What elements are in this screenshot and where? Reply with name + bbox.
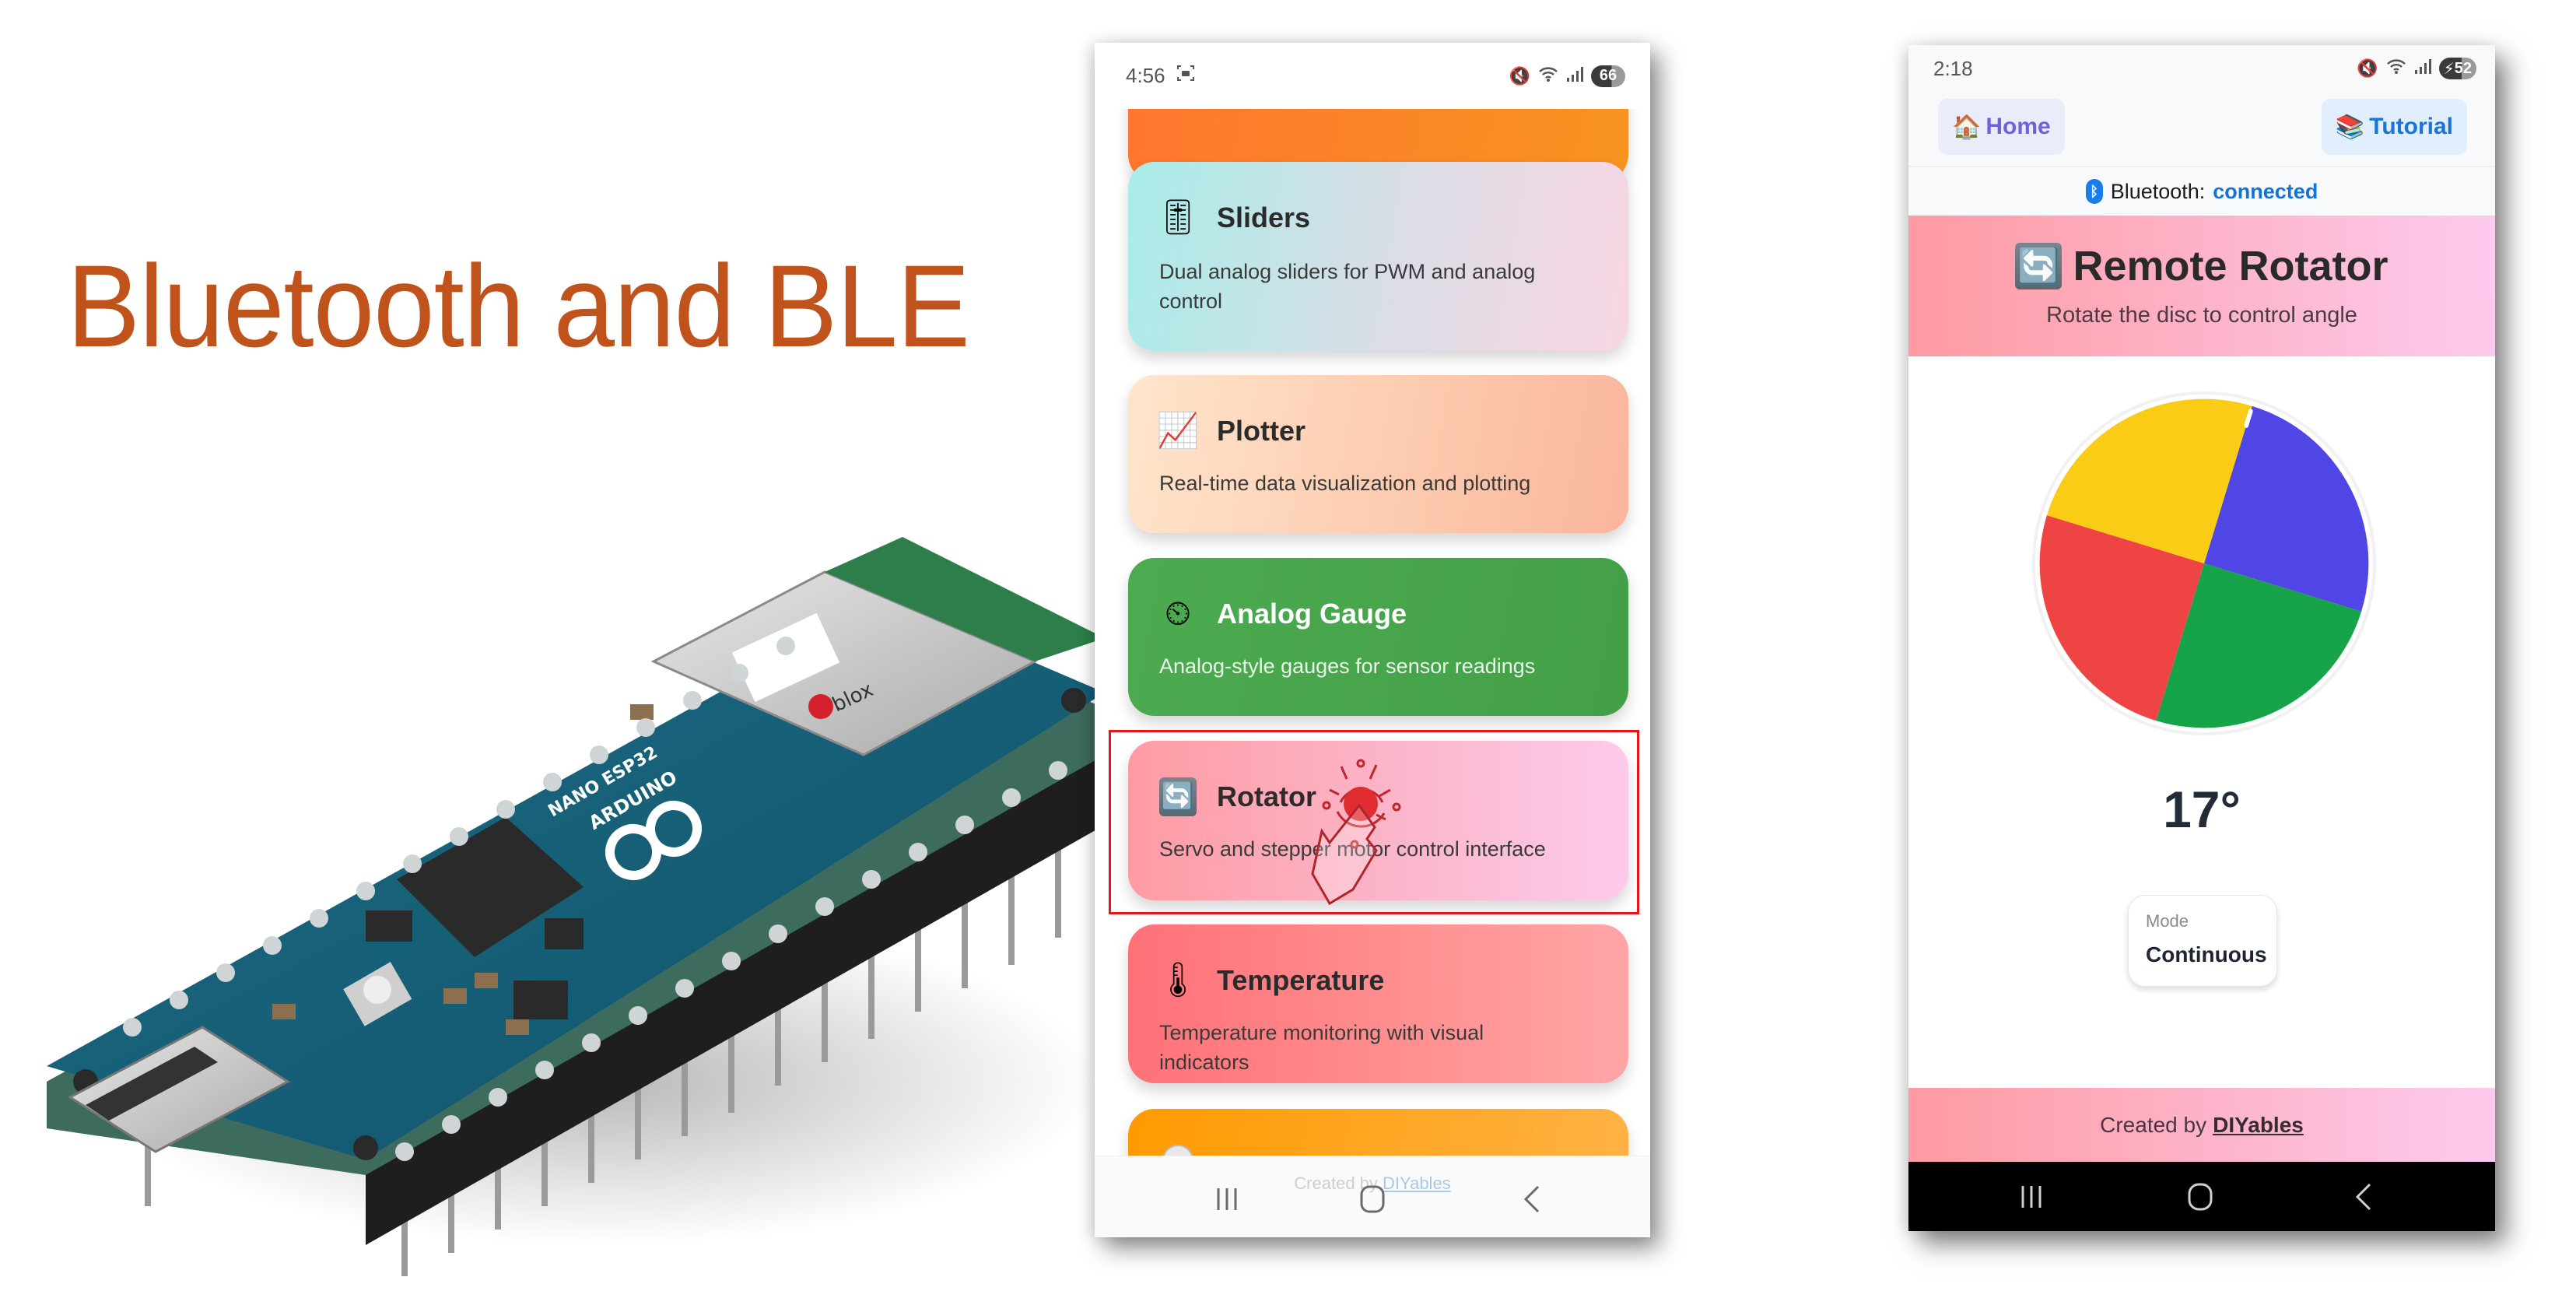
diyables-link[interactable]: DIYables [2213,1112,2304,1137]
phone-remote-rotator-screen: 2:18 🔇 ⚡52 🏠 Home 📚 Tutorial ᛒ Bluetooth… [1908,45,2495,1231]
mute-icon: 🔇 [1509,65,1530,86]
top-nav-header: 🏠 Home 📚 Tutorial [1908,92,2495,167]
bluetooth-icon: ᛒ [2085,179,2103,204]
house-icon: 🏠 [1952,114,1982,140]
battery-indicator: 66 [1591,65,1625,87]
status-time: 4:56 [1126,64,1165,87]
bluetooth-status-bar: ᛒ Bluetooth: connected [1908,167,2495,216]
card-title: Rotator [1217,781,1316,812]
books-icon: 📚 [2335,114,2365,140]
recent-apps-button[interactable] [2008,1177,2055,1216]
bluetooth-state: connected [2213,179,2318,203]
status-bar: 4:56 🔇 66 [1095,43,1650,109]
rotate-arrows-icon: 🔄 [2015,243,2063,289]
rotator-disc[interactable] [2031,390,2378,737]
arduino-nano-esp32-board-image: blox ARDUINO NANO ESP32 [39,381,1120,1292]
system-nav-bar: Created by DIYables [1095,1156,1650,1237]
rotate-arrows-icon: 🔄 [1159,777,1197,817]
disc-segment-yellow [2046,398,2252,563]
angle-value: 17° [2163,781,2241,838]
page-subtitle: Rotate the disc to control angle [2046,303,2357,328]
recent-apps-button[interactable] [1204,1180,1250,1219]
status-time: 2:18 [1933,56,1973,80]
wifi-icon [1538,65,1558,87]
card-description: Real-time data visualization and plottin… [1159,472,1531,495]
disc-segment-blue [2204,405,2369,612]
charging-bolt-icon: ⚡ [2443,60,2455,78]
card-temperature[interactable]: 🌡 Temperature Temperature monitoring wit… [1128,924,1628,1083]
card-list[interactable]: 🎚 Sliders Dual analog sliders for PWM an… [1095,43,1650,1237]
mode-value: Continuous [2146,942,2267,966]
phone-app-list-screen: 🎚 Sliders Dual analog sliders for PWM an… [1095,43,1650,1237]
tap-hand-icon [1299,757,1415,906]
status-bar: 2:18 🔇 ⚡52 [1908,45,2495,92]
disc-segment-green [2156,563,2362,728]
card-title: Sliders [1217,202,1311,233]
tutorial-button[interactable]: 📚 Tutorial [2321,99,2467,155]
card-description: Temperature monitoring with visual indic… [1159,1021,1484,1074]
bluetooth-label: Bluetooth: [2110,179,2206,203]
page-footer: Created by DIYables [1908,1088,2495,1162]
disc-pointer-marker [2244,409,2253,428]
card-description: Analog-style gauges for sensor readings [1159,654,1536,678]
home-nav-button[interactable] [1349,1180,1396,1219]
disc-segment-red [2039,515,2204,721]
mode-selector[interactable]: Mode Continuous [2128,895,2277,987]
card-description: Dual analog sliders for PWM and analog c… [1159,260,1536,313]
chart-increasing-icon: 📈 [1156,412,1200,450]
card-title: Temperature [1217,964,1385,996]
signal-icon [2414,58,2431,79]
card-plotter[interactable]: 📈 Plotter Real-time data visualization a… [1128,375,1628,533]
page-title: Remote Rotator [2073,243,2388,289]
thermometer-icon: 🌡 [1156,961,1200,999]
wifi-icon [2386,58,2406,79]
system-nav-bar [1908,1162,2495,1231]
slide-title: Bluetooth and BLE [67,240,970,371]
battery-charging-indicator: ⚡52 [2438,58,2476,79]
card-analog-gauge[interactable]: ⏲ Analog Gauge Analog-style gauges for s… [1128,558,1628,716]
timer-clock-icon: ⏲ [1164,595,1192,633]
back-nav-button[interactable] [2340,1177,2387,1216]
mute-icon: 🔇 [2357,58,2378,78]
back-nav-button[interactable] [1509,1180,1555,1219]
card-sliders[interactable]: 🎚 Sliders Dual analog sliders for PWM an… [1128,162,1628,351]
signal-icon [1566,65,1583,87]
card-title: Plotter [1217,415,1306,447]
diyables-link[interactable]: DIYables [1383,1173,1451,1193]
home-button[interactable]: 🏠 Home [1938,99,2065,155]
mode-label: Mode [2146,911,2189,931]
screenshot-icon [1176,64,1195,88]
card-title: Analog Gauge [1217,598,1407,630]
page-hero: 🔄 Remote Rotator Rotate the disc to cont… [1908,216,2495,356]
sliders-icon: 🎚 [1156,198,1200,237]
home-nav-button[interactable] [2177,1177,2224,1216]
footer-credit: Created by [2100,1112,2207,1137]
